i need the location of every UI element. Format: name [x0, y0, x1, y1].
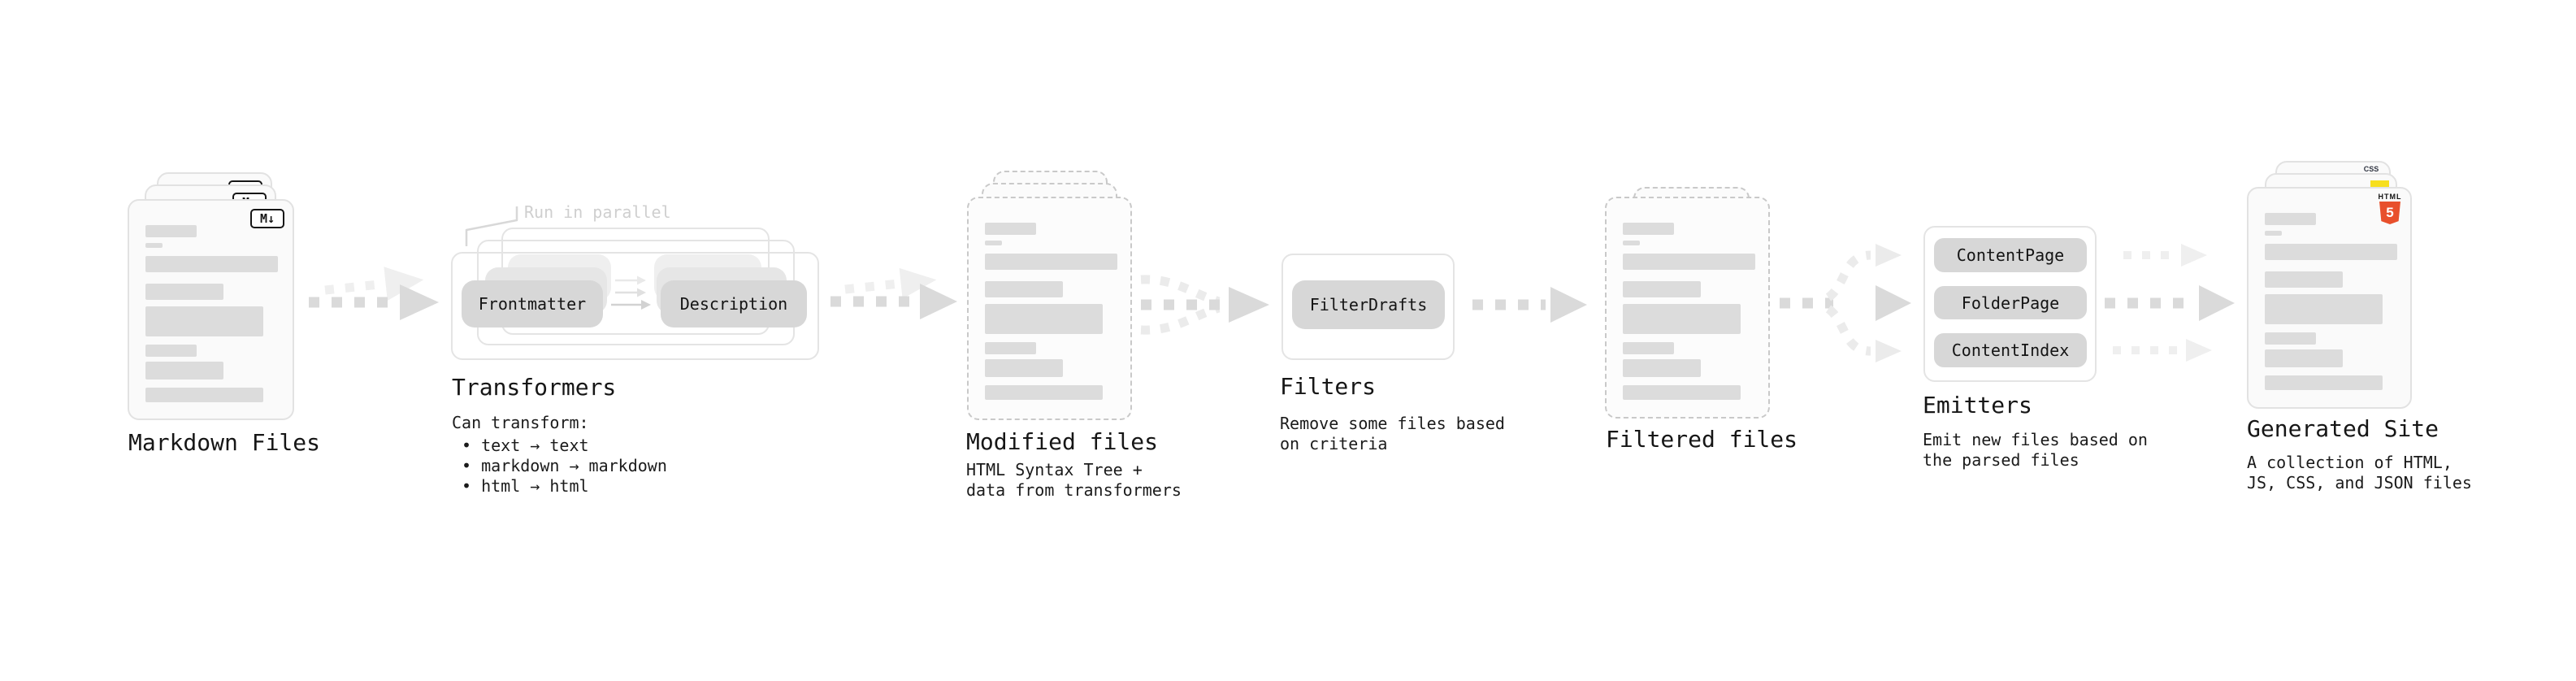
text-line-placeholder — [985, 359, 1063, 377]
text-line-placeholder — [985, 342, 1036, 354]
frontmatter-pill: Frontmatter — [462, 280, 603, 327]
modified-file-card — [967, 197, 1132, 420]
text-line-placeholder — [985, 385, 1103, 400]
html5-badge-number: 5 — [2386, 205, 2394, 220]
markdown-badge-label: M↓ — [259, 211, 275, 226]
text-line-placeholder — [985, 304, 1103, 334]
text-line-placeholder — [2265, 271, 2343, 288]
text-line-placeholder — [2265, 375, 2383, 390]
filters-description-line2: on criteria — [1280, 434, 1388, 453]
transformers-title: Transformers — [452, 374, 617, 401]
description-pill-label: Description — [679, 294, 788, 314]
text-line-placeholder — [1623, 281, 1701, 297]
transformer-run-frame — [451, 252, 819, 360]
folderpage-pill-label: FolderPage — [1961, 293, 2060, 313]
description-pill: Description — [661, 280, 807, 327]
frontmatter-pill-label: Frontmatter — [478, 294, 587, 314]
arrow-filters-to-filtered — [1472, 287, 1587, 323]
text-line-placeholder — [985, 241, 1002, 245]
text-line-placeholder — [985, 281, 1063, 297]
filtered-files-title: Filtered files — [1606, 426, 1798, 453]
generated-site-description-line2: JS, CSS, and JSON files — [2247, 473, 2472, 492]
text-line-placeholder — [2265, 244, 2397, 260]
transformers-bullet-3: • html → html — [462, 476, 589, 496]
text-line-placeholder — [2265, 231, 2282, 236]
markdown-files-title: Markdown Files — [128, 429, 321, 456]
css-badge-label: CSS — [2363, 165, 2379, 173]
text-line-placeholder — [1623, 304, 1741, 334]
filtered-file-card — [1605, 197, 1770, 419]
text-line-placeholder — [1623, 342, 1674, 354]
text-line-placeholder — [1623, 254, 1755, 270]
modified-files-description-line2: data from transformers — [966, 480, 1182, 500]
text-line-placeholder — [145, 345, 197, 357]
folderpage-pill: FolderPage — [1934, 286, 2087, 319]
text-line-placeholder — [145, 256, 278, 272]
emitters-title: Emitters — [1923, 392, 2032, 419]
text-line-placeholder — [145, 284, 223, 300]
arrow-modified-to-filters — [1140, 275, 1269, 335]
arrow-transformers-to-modified — [830, 267, 957, 319]
transformers-bullet-1: • text → text — [462, 436, 589, 455]
filters-description-line1: Remove some files based — [1280, 414, 1505, 433]
filters-title: Filters — [1280, 373, 1377, 400]
text-line-placeholder — [1623, 359, 1701, 377]
html5-badge-word: HTML — [2378, 193, 2402, 201]
text-line-placeholder — [985, 223, 1036, 235]
emitters-description-line1: Emit new files based on — [1923, 430, 2148, 449]
generated-site-title: Generated Site — [2247, 415, 2439, 442]
filters-frame — [1281, 254, 1455, 360]
text-line-placeholder — [1623, 241, 1640, 245]
text-line-placeholder — [145, 362, 223, 380]
emitters-description-line2: the parsed files — [1923, 450, 2079, 470]
modified-files-description-line1: HTML Syntax Tree + — [966, 460, 1143, 479]
transformers-bullet-2: • markdown → markdown — [462, 456, 667, 475]
text-line-placeholder — [145, 306, 263, 336]
generated-site-description-line1: A collection of HTML, — [2247, 453, 2452, 472]
text-line-placeholder — [2265, 332, 2316, 345]
text-line-placeholder — [145, 225, 197, 237]
contentpage-pill-label: ContentPage — [1956, 245, 2065, 265]
text-line-placeholder — [2265, 294, 2383, 324]
html5-icon: HTML 5 — [2378, 193, 2402, 224]
emitters-frame — [1923, 226, 2097, 382]
contentindex-pill-label: ContentIndex — [1951, 340, 2070, 360]
text-line-placeholder — [2265, 213, 2316, 225]
markdown-file-card: M↓ — [128, 199, 294, 420]
generated-html-file-card: HTML 5 — [2247, 187, 2412, 409]
contentindex-pill: ContentIndex — [1934, 333, 2087, 367]
arrow-markdown-to-transformers — [309, 267, 439, 320]
text-line-placeholder — [145, 243, 163, 248]
text-line-placeholder — [1623, 223, 1674, 235]
contentpage-pill: ContentPage — [1934, 238, 2087, 272]
text-line-placeholder — [1623, 385, 1741, 400]
filterdrafts-pill-label: FilterDrafts — [1309, 295, 1428, 314]
arrow-filtered-to-emitters — [1780, 244, 1911, 362]
filterdrafts-pill: FilterDrafts — [1292, 280, 1445, 329]
text-line-placeholder — [145, 388, 263, 402]
text-line-placeholder — [2265, 349, 2343, 367]
markdown-icon: M↓ — [250, 209, 284, 228]
run-in-parallel-annotation: Run in parallel — [524, 202, 671, 222]
transformers-subtitle: Can transform: — [452, 413, 589, 432]
arrow-emitters-to-generated — [2105, 244, 2235, 362]
text-line-placeholder — [985, 254, 1117, 270]
modified-files-title: Modified files — [966, 428, 1159, 455]
